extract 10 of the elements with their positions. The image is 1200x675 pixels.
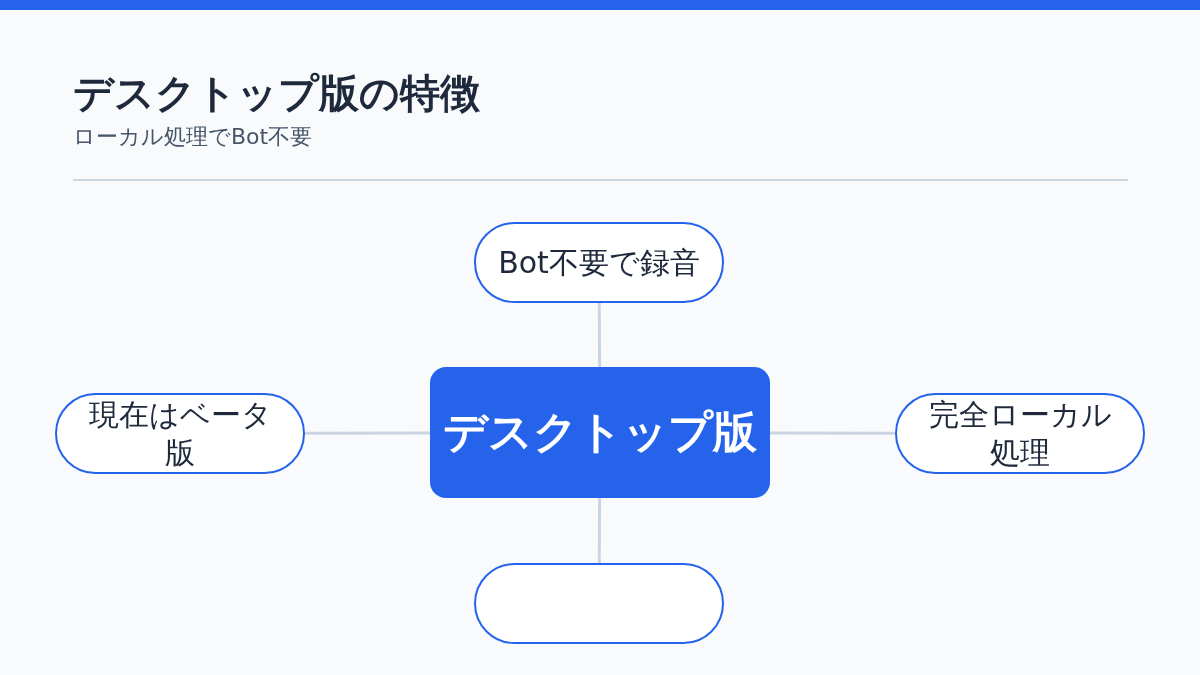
title: デスクトップ版の特徴 (73, 69, 480, 118)
connector-line (305, 431, 430, 435)
topic-pill: Bot不要で録音 (474, 222, 724, 303)
connector-line (597, 303, 602, 367)
connector-line (770, 431, 895, 435)
connector-line (597, 498, 602, 563)
subtitle: ローカル処理でBot不要 (73, 123, 313, 151)
topic-pill: 完全ローカル処理 (895, 393, 1145, 474)
central-box: デスクトップ版 (430, 367, 770, 498)
topic-pill: 現在はベータ版 (55, 393, 305, 474)
